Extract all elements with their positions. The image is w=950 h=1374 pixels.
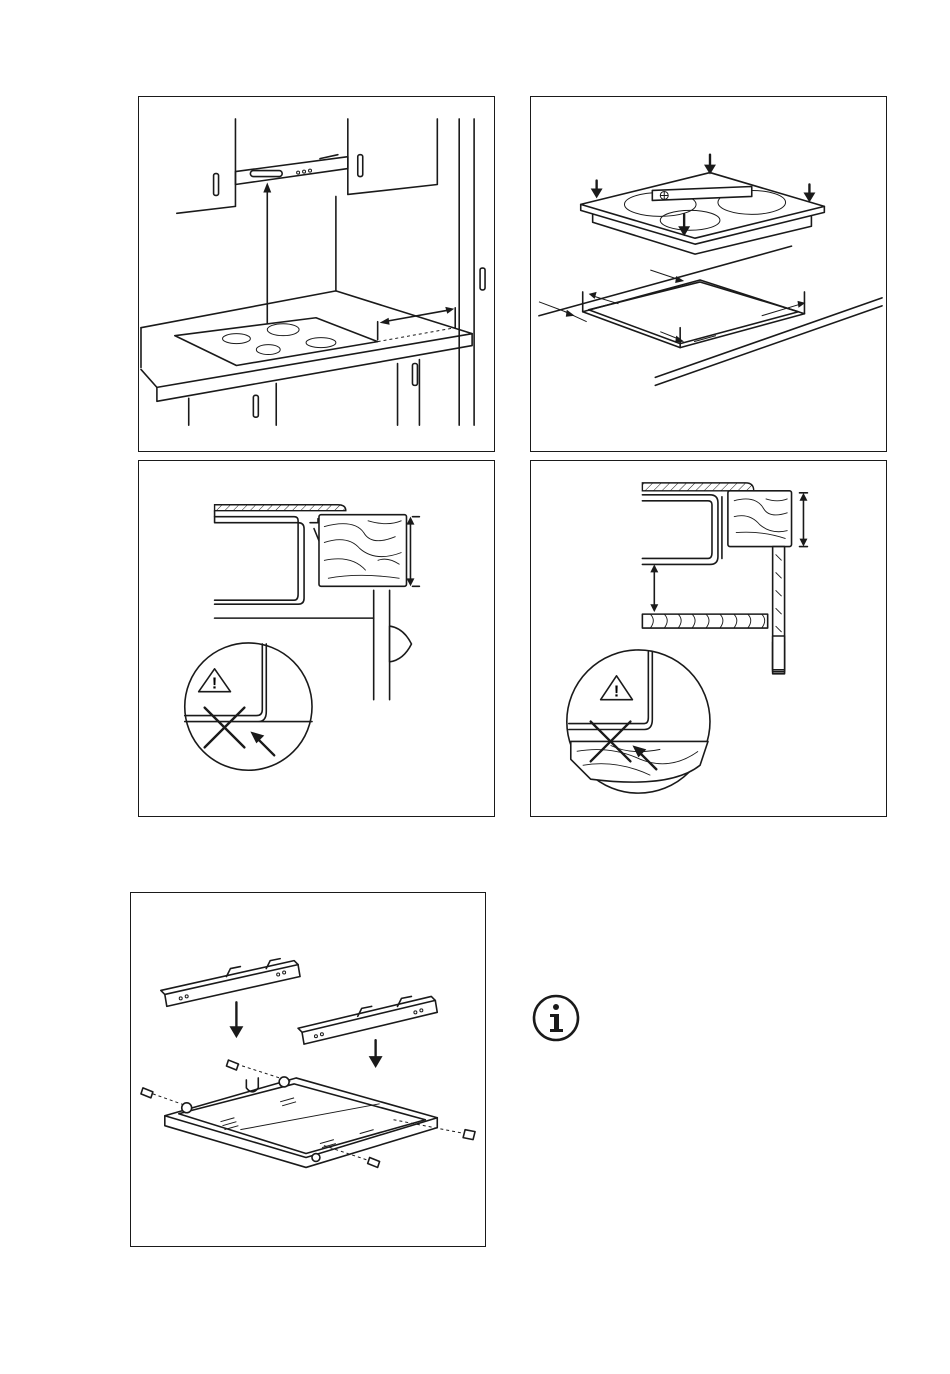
- figure-protection-box-assembly: [130, 892, 486, 1247]
- svg-text:!: !: [212, 676, 217, 693]
- svg-text:!: !: [614, 684, 619, 701]
- protection-box-diagram: [131, 893, 485, 1246]
- hob-under-hood-diagram: [139, 97, 494, 451]
- hob-seal-placement-diagram: [531, 97, 886, 451]
- worktop-section-diagram: !: [139, 461, 494, 816]
- figure-cooker-hood-clearance: [138, 96, 495, 452]
- figure-worktop-drawer-gap: !: [530, 460, 887, 817]
- figure-worktop-oven-gap: !: [138, 460, 495, 817]
- figure-hob-into-cutout: [530, 96, 887, 452]
- worktop-drawer-section-diagram: !: [531, 461, 886, 816]
- info-icon: [531, 993, 581, 1043]
